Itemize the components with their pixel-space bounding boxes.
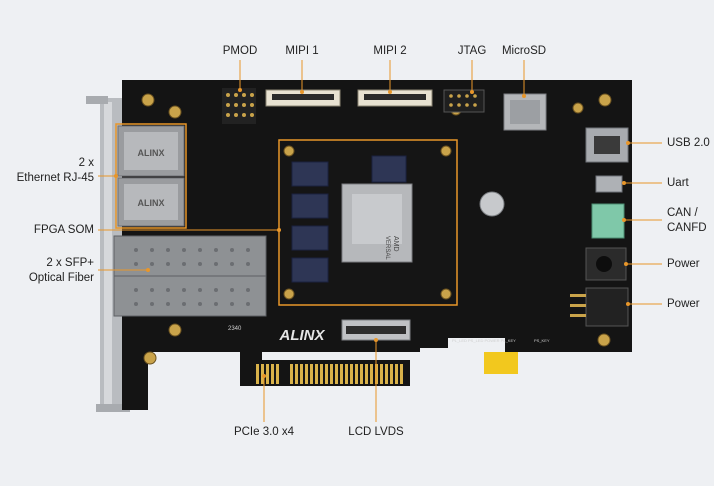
power-header [570,287,629,327]
silk-ps-key: PS_KEY [534,338,550,343]
label-power-1: Power [667,258,700,270]
label-sfp-line2: Optical Fiber [28,272,94,284]
label-uart: Uart [667,177,689,189]
label-lcd-lvds: LCD LVDS [348,426,404,438]
label-pmod: PMOD [222,45,258,57]
chip-family-mark: VERSAL [384,236,390,260]
label-mipi1: MIPI 1 [285,45,319,57]
lvds-connector [341,319,411,341]
label-fpga-som: FPGA SOM [33,224,94,236]
uart-connector [595,175,623,193]
label-ethernet-line2: Ethernet RJ-45 [16,172,94,184]
label-pcie: PCIe 3.0 x4 [233,426,295,438]
label-power-2: Power [667,298,700,310]
label-usb: USB 2.0 [667,137,710,149]
rj45-brand-top: ALINX [138,148,165,158]
silk-revision: 2340 [228,326,242,332]
callout-lines [98,60,662,422]
can-terminal [591,203,625,239]
label-can-line1: CAN / [667,207,698,219]
label-ethernet-line1: 2 x [78,157,94,169]
yellow-tab [484,352,518,374]
rj45-jacks: ALINX ALINX [117,125,185,227]
jtag-header [443,89,485,113]
rj45-brand-bottom: ALINX [138,198,165,208]
pcie-gold-fingers [252,360,410,386]
label-can-line2: CANFD [667,222,707,234]
label-mipi2: MIPI 2 [373,45,407,57]
label-sfp-line1: 2 x SFP+ [46,257,94,269]
fpga-highlight [278,139,458,306]
mipi-connectors [265,89,433,107]
label-microsd: MicroSD [501,45,547,57]
callout-dots [114,88,630,378]
power-barrel-jack [585,247,627,281]
sfp-cages [113,235,267,317]
label-jtag: JTAG [457,45,487,57]
fpga-som-module: AMD VERSAL [280,140,456,304]
chip-vendor-mark: AMD [392,236,399,252]
brand-silkscreen: ALINX [279,327,326,344]
pmod-header [222,88,256,124]
silk-led-labels: PL_LED PS_LED POWER PL_KEY [452,338,516,343]
microsd-slot [503,93,547,131]
rtc-battery [479,191,505,217]
usb-connector [585,127,629,163]
